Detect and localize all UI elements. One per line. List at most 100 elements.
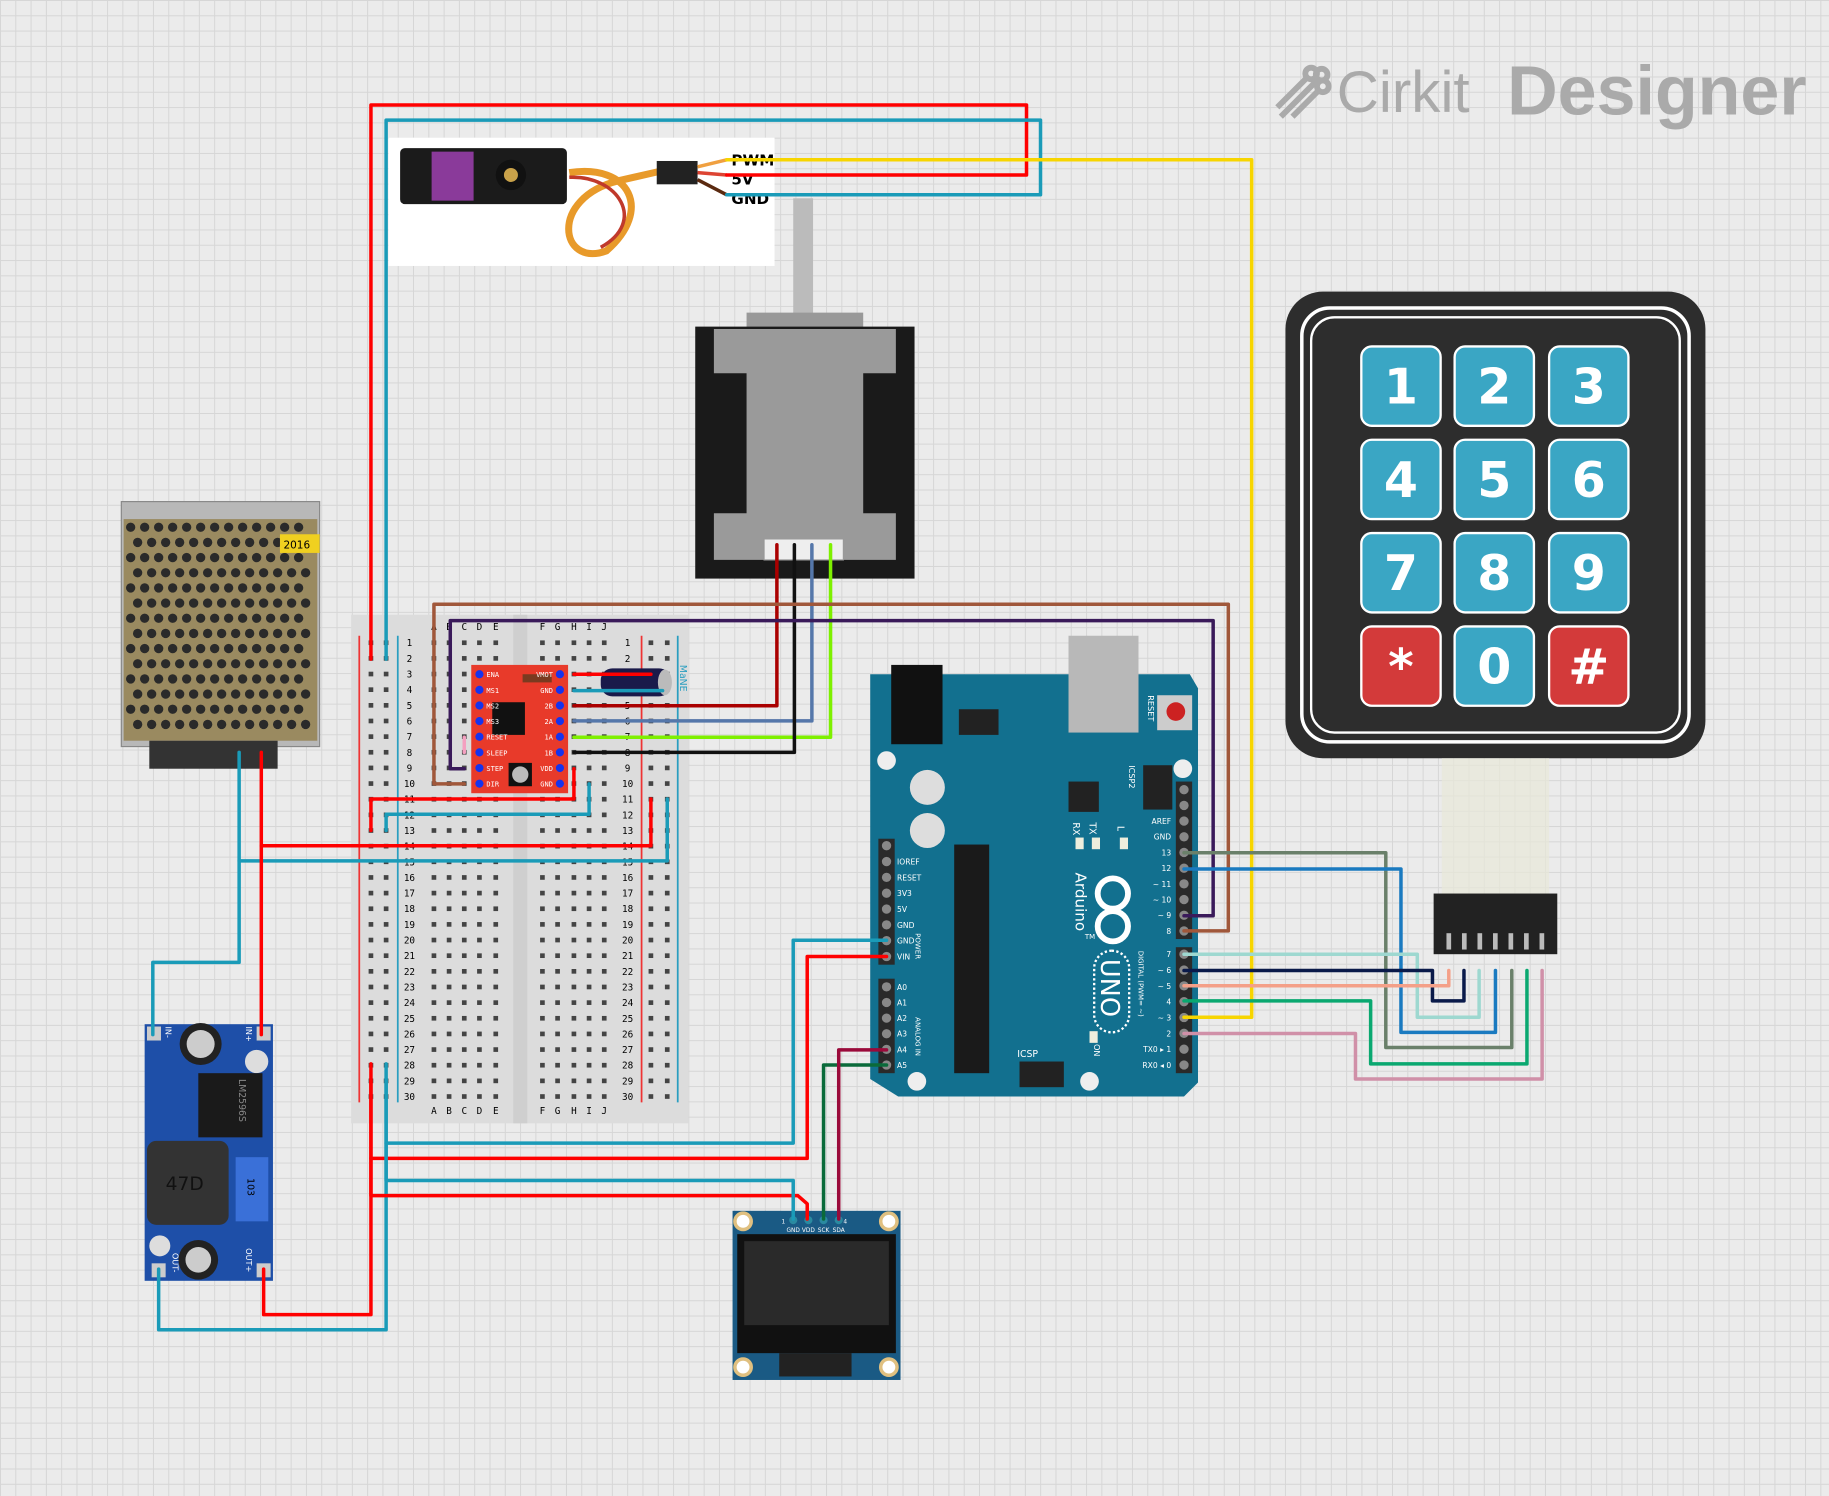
breadboard-hole[interactable]	[586, 906, 592, 912]
breadboard-hole[interactable]	[648, 1078, 654, 1084]
arduino-pin[interactable]	[881, 1029, 892, 1039]
breadboard-hole[interactable]	[648, 890, 654, 896]
breadboard-hole[interactable]	[368, 749, 374, 755]
breadboard-hole[interactable]	[493, 828, 499, 833]
breadboard-hole[interactable]	[461, 1015, 467, 1021]
breadboard-hole[interactable]	[586, 1031, 592, 1037]
breadboard-hole[interactable]	[555, 953, 560, 959]
breadboard-hole[interactable]	[540, 1047, 545, 1052]
arduino-pin[interactable]	[1179, 832, 1189, 842]
breadboard-hole[interactable]	[446, 1031, 452, 1037]
wire-psu-v[interactable]	[259, 750, 653, 848]
breadboard-hole[interactable]	[368, 890, 374, 896]
breadboard-hole[interactable]	[648, 953, 654, 959]
wire-keypad-12[interactable]	[1182, 867, 1498, 1035]
driver-pin[interactable]	[555, 670, 565, 679]
breadboard-hole[interactable]	[555, 890, 560, 896]
breadboard-hole[interactable]	[540, 656, 545, 661]
breadboard-hole[interactable]	[540, 906, 545, 912]
breadboard-hole[interactable]	[601, 922, 607, 927]
breadboard-hole[interactable]	[664, 937, 670, 943]
breadboard-hole[interactable]	[368, 984, 374, 990]
breadboard-hole[interactable]	[383, 984, 389, 990]
breadboard-hole[interactable]	[664, 1015, 670, 1021]
breadboard-hole[interactable]	[477, 953, 482, 959]
breadboard-hole[interactable]	[383, 671, 389, 677]
breadboard-hole[interactable]	[477, 937, 482, 943]
breadboard-hole[interactable]	[493, 1015, 499, 1021]
breadboard-hole[interactable]	[368, 1047, 374, 1052]
breadboard-hole[interactable]	[540, 1015, 545, 1021]
breadboard-hole[interactable]	[368, 765, 374, 771]
breadboard-hole[interactable]	[648, 765, 654, 771]
breadboard-hole[interactable]	[431, 922, 437, 927]
breadboard-hole[interactable]	[540, 1094, 545, 1099]
breadboard-hole[interactable]	[571, 968, 577, 974]
breadboard-hole[interactable]	[446, 1062, 452, 1068]
keypad-key[interactable]: 2	[1453, 345, 1536, 427]
breadboard-hole[interactable]	[431, 828, 437, 833]
breadboard-hole[interactable]	[477, 906, 482, 912]
breadboard-hole[interactable]	[493, 1031, 499, 1037]
breadboard-hole[interactable]	[383, 781, 389, 786]
keypad-key[interactable]: #	[1547, 625, 1630, 707]
breadboard-hole[interactable]	[477, 1062, 482, 1068]
breadboard-hole[interactable]	[571, 937, 577, 943]
arduino-pin[interactable]	[881, 920, 892, 930]
breadboard-hole[interactable]	[477, 922, 482, 927]
breadboard-hole[interactable]	[571, 1094, 577, 1099]
breadboard-hole[interactable]	[664, 906, 670, 912]
breadboard-hole[interactable]	[446, 890, 452, 896]
wire-keypad-7[interactable]	[1182, 952, 1481, 1019]
breadboard-hole[interactable]	[431, 968, 437, 974]
breadboard-hole[interactable]	[493, 937, 499, 943]
breadboard-hole[interactable]	[383, 906, 389, 912]
breadboard-hole[interactable]	[601, 828, 607, 833]
breadboard-hole[interactable]	[555, 937, 560, 943]
wire-servo-5v[interactable]	[369, 103, 1029, 661]
breadboard-hole[interactable]	[586, 968, 592, 974]
breadboard-hole[interactable]	[383, 1015, 389, 1021]
breadboard-hole[interactable]	[586, 640, 592, 646]
breadboard-hole[interactable]	[664, 765, 670, 771]
wire-sda[interactable]	[836, 1048, 889, 1221]
breadboard-hole[interactable]	[493, 953, 499, 959]
breadboard-hole[interactable]	[461, 702, 467, 708]
breadboard-hole[interactable]	[461, 984, 467, 990]
breadboard-hole[interactable]	[461, 640, 467, 646]
arduino-pin[interactable]	[1179, 1060, 1189, 1070]
breadboard-hole[interactable]	[383, 687, 389, 693]
keypad-key[interactable]: *	[1360, 625, 1442, 707]
breadboard-hole[interactable]	[493, 1078, 499, 1084]
breadboard-hole[interactable]	[446, 922, 452, 927]
breadboard-hole[interactable]	[431, 1094, 437, 1099]
servo-motor[interactable]: PWM 5V GND	[388, 137, 775, 266]
breadboard-hole[interactable]	[586, 922, 592, 927]
keypad-key[interactable]: 6	[1547, 438, 1630, 521]
breadboard-hole[interactable]	[586, 1000, 592, 1005]
breadboard-hole[interactable]	[664, 1078, 670, 1084]
wire-dir[interactable]	[432, 602, 1231, 933]
breadboard-hole[interactable]	[461, 953, 467, 959]
breadboard-hole[interactable]	[383, 875, 389, 880]
breadboard-hole[interactable]	[368, 875, 374, 880]
driver-pin[interactable]	[555, 732, 565, 741]
breadboard-hole[interactable]	[648, 781, 654, 786]
breadboard-hole[interactable]	[586, 875, 592, 880]
stepper-motor[interactable]	[695, 198, 915, 579]
breadboard-hole[interactable]	[555, 1015, 560, 1021]
wire-step[interactable]	[448, 618, 1215, 918]
wire-keypad-4[interactable]	[1182, 968, 1529, 1066]
breadboard-hole[interactable]	[461, 718, 467, 724]
breadboard-hole[interactable]	[555, 1047, 560, 1052]
breadboard-hole[interactable]	[586, 953, 592, 959]
breadboard-hole[interactable]	[664, 781, 670, 786]
breadboard-hole[interactable]	[368, 702, 374, 708]
breadboard-hole[interactable]	[648, 922, 654, 927]
breadboard-hole[interactable]	[383, 937, 389, 943]
breadboard-hole[interactable]	[431, 875, 437, 880]
breadboard-hole[interactable]	[664, 953, 670, 959]
breadboard-hole[interactable]	[555, 922, 560, 927]
breadboard-hole[interactable]	[493, 875, 499, 880]
